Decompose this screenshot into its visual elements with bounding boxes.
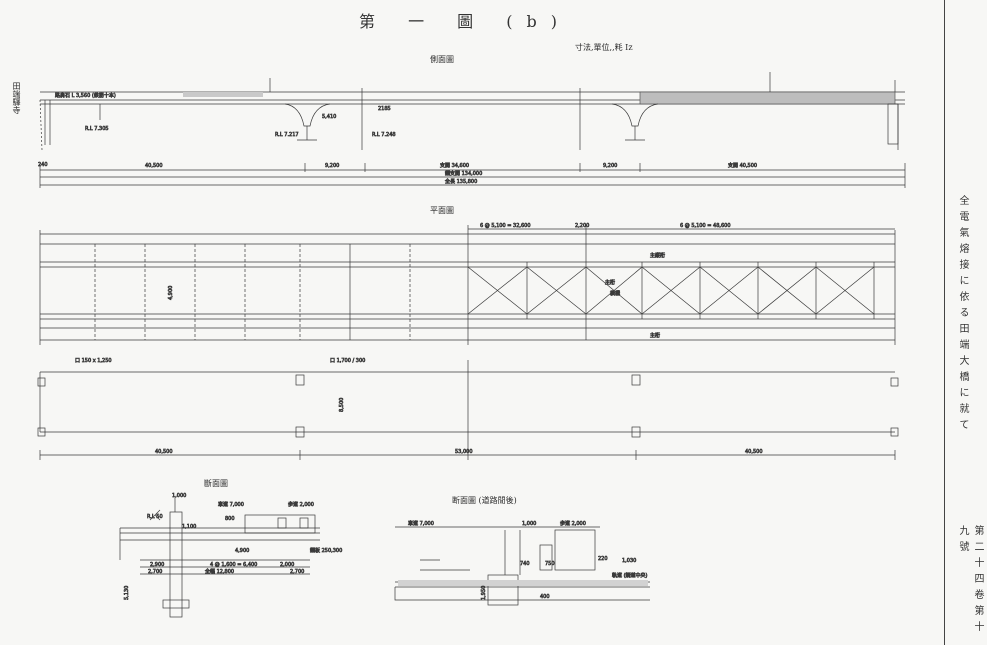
dim-sec-2: 車道 7,000 [218, 501, 244, 508]
dim-road-9: 1,950 [481, 586, 487, 600]
right-margin [944, 0, 987, 645]
dim-found-2: 53,000 [455, 449, 473, 455]
dim-side-total2: 全長 135,800 [445, 178, 477, 185]
road-section [394, 526, 650, 606]
dim-plan-width: 4,900 [168, 286, 174, 300]
dim-road-8: 軌道 (鋼道中央) [612, 572, 648, 579]
plan-view-label: 平面圖 [430, 206, 454, 215]
dim-sec-3: 歩道 2,000 [288, 501, 314, 508]
anno-dim-240: 240 [38, 162, 48, 168]
dim-sec-1: 1,000 [172, 493, 186, 499]
dim-road-3: 歩道 2,000 [560, 520, 586, 527]
side-elevation [39, 72, 906, 188]
dim-sec-11: 2,700 [148, 569, 162, 575]
side-view-label: 側面圖 [430, 55, 454, 64]
dim-sec-5: 1,100 [182, 524, 196, 530]
dim-side-4: 9,200 [603, 163, 617, 169]
cross-section [119, 498, 320, 618]
dim-found-4: 8,500 [339, 398, 345, 412]
dim-sec-7: 4,900 [235, 548, 249, 554]
note-found-2: 口 1,700 / 300 [330, 358, 365, 364]
dim-sec-12: 5,130 [124, 586, 130, 600]
label-plan-bracing: 橫構 [610, 290, 620, 297]
dim-found-3: 40,500 [745, 449, 763, 455]
anno-rl-1: R.L 7.305 [85, 126, 109, 132]
issue-label: 第二十四卷第十九號 [957, 525, 983, 637]
dim-plan-2: 2,200 [575, 223, 589, 229]
dim-road-1: 車道 7,000 [408, 520, 434, 527]
anno-curb: 路肩石 L 3,560 (鉄筋十本) [55, 92, 116, 99]
engineering-drawing: 40,500 9,200 支間 34,600 9,200 支間 40,500 鋼… [37, 72, 906, 618]
label-plan-main2: 主桁 [650, 332, 660, 339]
label-plan-girder: 主縦桁 [650, 252, 665, 259]
section-view-label: 斷面圖 [204, 479, 228, 488]
anno-rl-2: R.L 7.217 [275, 132, 299, 138]
series-title: 全電氣熔接に依る田端大橋に就て [957, 195, 968, 435]
units-note: 寸法,單位,,粍 Iz [575, 43, 633, 52]
dim-sec-15: R.L 50 [147, 514, 163, 520]
foundation-plan [37, 360, 899, 460]
dim-sec-14: 鋼板 250,300 [310, 547, 342, 554]
anno-dim-2185: 2185 [378, 106, 391, 112]
road-section-view-label: 断面圖 (道路閒後) [452, 496, 517, 505]
anno-dim-5410: 5,410 [322, 114, 336, 120]
figure-title: 第 一 圖 (b) [359, 12, 571, 31]
dim-sec-4: 800 [225, 516, 235, 522]
dim-side-3: 支間 34,600 [440, 162, 469, 169]
dim-found-1: 40,500 [155, 449, 173, 455]
station-label: 田端驛寺 [12, 82, 21, 114]
dim-side-5: 支間 40,500 [728, 162, 757, 169]
dim-sec-6: 2,900 [150, 562, 164, 568]
dim-sec-9: 4 @ 1,600 = 6,400 [210, 562, 257, 568]
note-found-1: 口 150 x 1,250 [75, 358, 112, 364]
dim-side-1: 40,500 [145, 163, 163, 169]
dim-road-2: 1,000 [522, 521, 536, 527]
dim-side-total1: 鋼支間 134,000 [445, 170, 482, 177]
plan-view [39, 225, 896, 345]
label-plan-main1: 主桁 [605, 279, 615, 286]
dim-road-6: 740 [520, 561, 530, 567]
dim-sec-10: 全幅 12,800 [205, 568, 234, 575]
dim-road-7: 750 [545, 561, 555, 567]
dim-plan-1: 6 @ 5,100 = 32,600 [480, 223, 531, 229]
dim-road-4: 1,030 [622, 558, 636, 564]
dim-sec-8: 2,000 [280, 562, 294, 568]
dim-sec-13: 2,700 [290, 569, 304, 575]
dim-side-2: 9,200 [325, 163, 339, 169]
dim-road-10: 400 [540, 594, 550, 600]
anno-rl-3: R.L 7.248 [372, 132, 396, 138]
dim-road-5: 220 [598, 556, 608, 562]
dim-plan-3: 6 @ 5,100 = 48,600 [680, 223, 731, 229]
